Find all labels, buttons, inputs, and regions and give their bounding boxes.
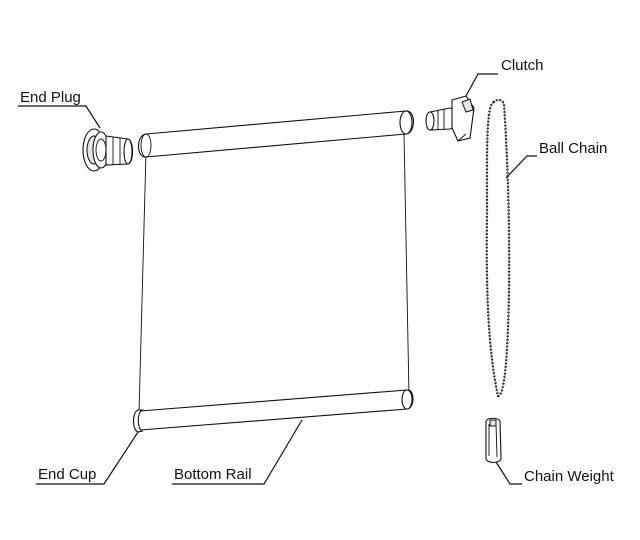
- end-plug-part: [82, 128, 134, 172]
- clutch-part: [425, 95, 475, 142]
- blind-fabric: [138, 133, 410, 414]
- end-plug-label: End Plug: [20, 89, 81, 106]
- end-cup-label: End Cup: [38, 466, 96, 483]
- leader-lines: [18, 73, 537, 485]
- chain-weight-part: [485, 417, 502, 464]
- clutch-label: Clutch: [501, 57, 544, 74]
- chain-weight-label: Chain Weight: [524, 468, 615, 485]
- roller-tube: [137, 110, 415, 158]
- bottom-rail-label: Bottom Rail: [174, 466, 252, 483]
- ball-chain-label: Ball Chain: [539, 140, 607, 157]
- ball-chain-part: [485, 98, 511, 398]
- bottom-rail-part: [132, 389, 414, 433]
